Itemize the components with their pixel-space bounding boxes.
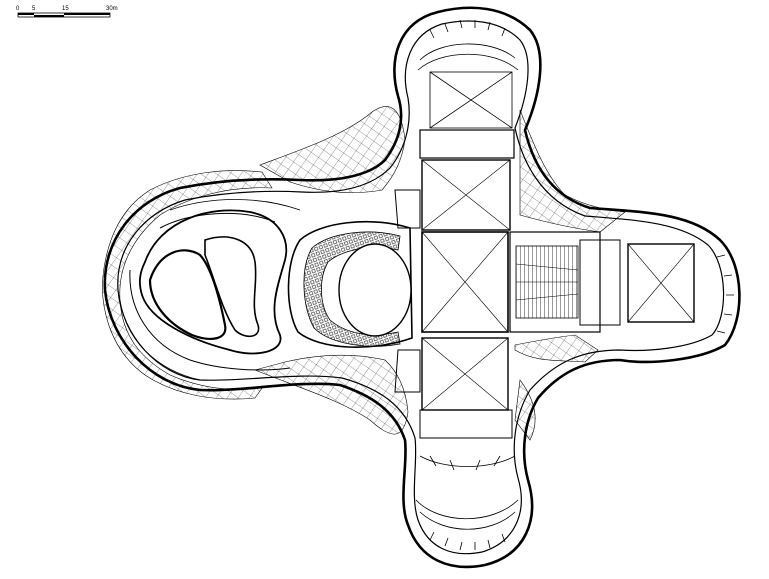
scale-label-30m: 30m (106, 6, 118, 12)
west-void-a (148, 249, 227, 340)
auditorium-outer (287, 220, 413, 348)
scale-label-0: 0 (16, 6, 20, 12)
bottom-lobe-ribs (415, 499, 519, 530)
scale-label-5: 5 (32, 6, 36, 12)
inner-wall (117, 20, 725, 555)
lattice-left-wing (102, 170, 273, 400)
core-lower-service (419, 409, 513, 439)
auditorium (287, 189, 421, 393)
west-petal (119, 199, 301, 381)
lattice-lower-left (254, 354, 409, 435)
core-box-top (421, 159, 511, 231)
east-corridor (509, 231, 601, 333)
top-lobe (417, 43, 519, 159)
facade-mullions (429, 19, 734, 551)
scale-bar-seg3 (64, 13, 110, 15)
west-petal-outer (138, 209, 288, 355)
lattice-lower-right (514, 334, 599, 441)
outer-envelope (103, 6, 741, 569)
west-void-b (204, 236, 260, 338)
bottom-mullions (429, 531, 506, 551)
scale-bar-seg2 (34, 15, 64, 17)
core-box-bottom-cross (421, 337, 509, 411)
top-room (429, 71, 513, 129)
right-mullions (716, 254, 734, 334)
west-ribbon-outer (119, 199, 301, 381)
east-room-cross (627, 243, 695, 323)
core-box-top-cross (421, 159, 511, 231)
auditorium-stage (338, 243, 412, 337)
east-room (627, 243, 695, 323)
auditorium-side-rooms (394, 189, 421, 393)
bottom-lobe-entrance (419, 455, 516, 467)
outer-wall (103, 6, 741, 569)
lattice-canopies (102, 106, 626, 441)
top-room-cross (429, 71, 513, 129)
central-core (419, 159, 513, 439)
bottom-entry-doors (429, 455, 501, 471)
top-lobe-ribs (417, 43, 519, 71)
top-mullions (429, 19, 506, 39)
bottom-lobe (415, 455, 519, 530)
scale-bar-seg1 (18, 13, 34, 15)
core-box-middle (421, 231, 509, 333)
scale-bar: 0 5 15 30m (16, 6, 118, 18)
core-box-middle-cross (421, 231, 509, 333)
west-ribbon-inner (129, 212, 291, 371)
east-escalator-lines (515, 263, 579, 301)
top-service (419, 129, 515, 159)
east-service-blocks (579, 239, 621, 326)
scale-label-15: 15 (62, 6, 69, 12)
east-wing (509, 231, 695, 333)
lattice-upper-right (519, 109, 626, 233)
auditorium-seating (303, 231, 401, 347)
